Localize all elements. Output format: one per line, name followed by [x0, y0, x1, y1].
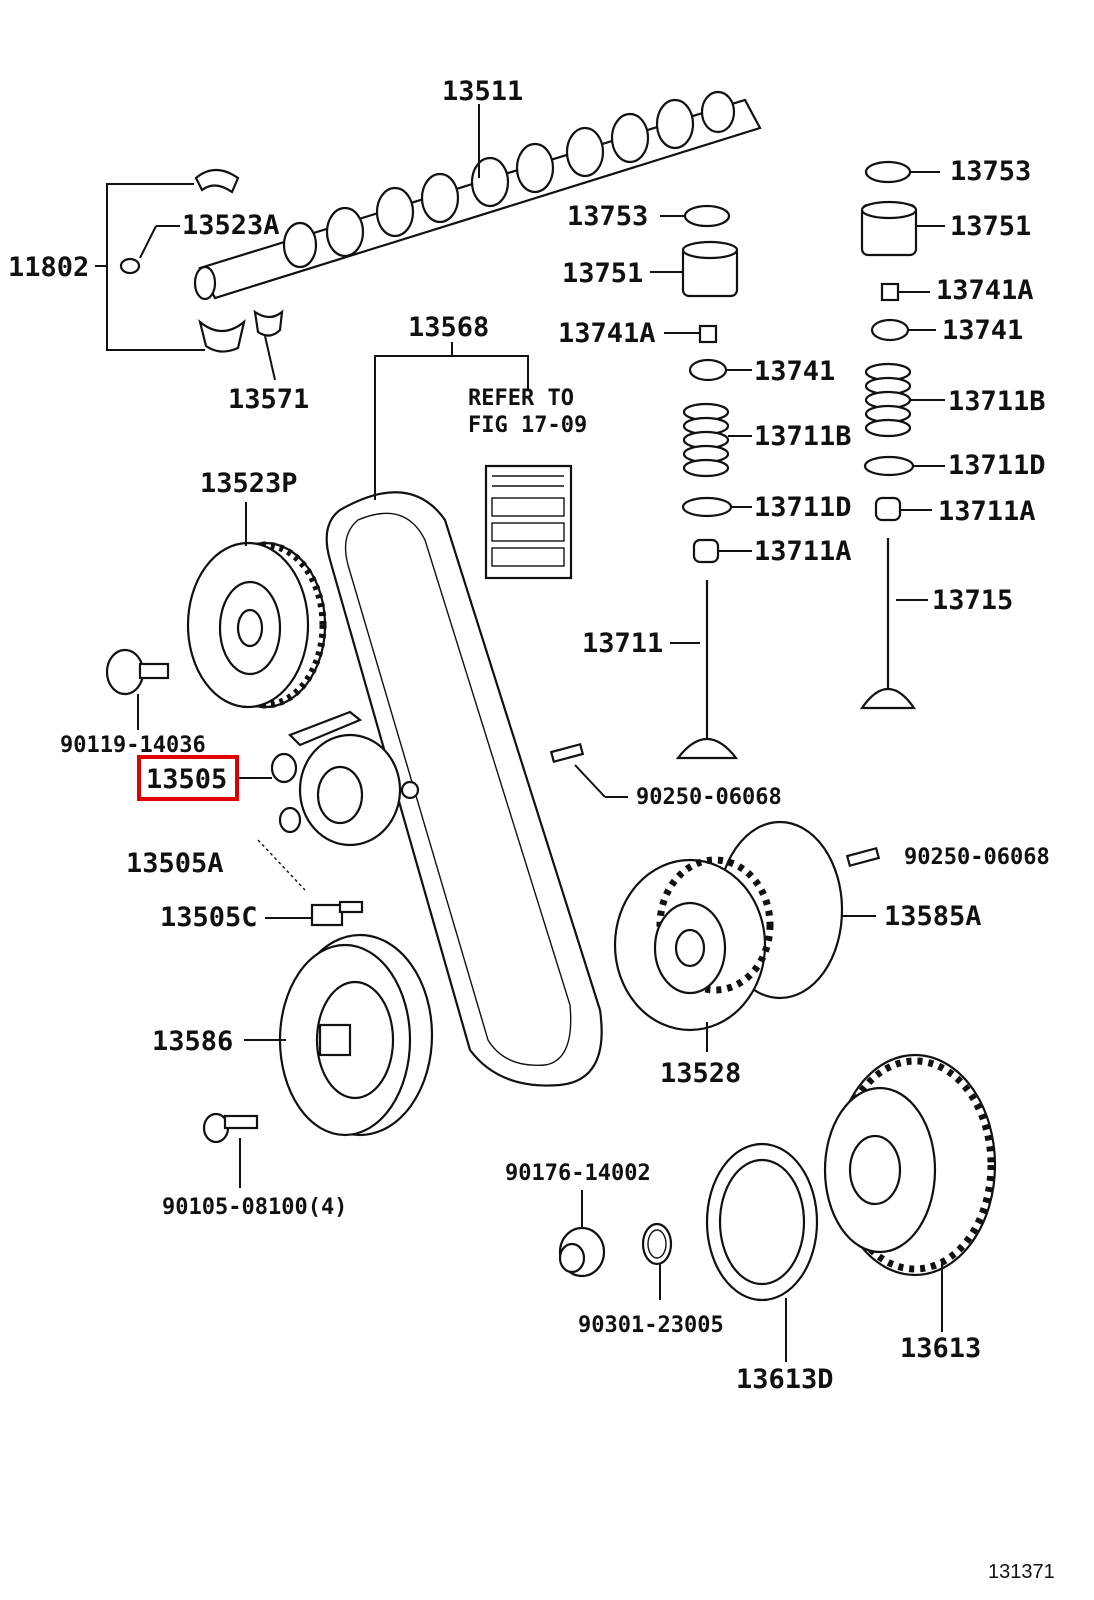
part-labels: 13511 11802 13523A 13571 13568 REFER TO … [8, 76, 1055, 1583]
label-90250-06068-left[interactable]: 90250-06068 [636, 785, 782, 810]
label-90105-08100[interactable]: 90105-08100(4) [162, 1195, 347, 1220]
label-13711A-left[interactable]: 13711A [754, 536, 852, 567]
bearing-cap-drawing [119, 168, 284, 353]
label-13753-right[interactable]: 13753 [950, 156, 1031, 187]
crank-sprocket-drawing [823, 1053, 997, 1277]
crankshaft-pulley-drawing [278, 933, 434, 1137]
label-13505C[interactable]: 13505C [160, 902, 258, 933]
label-90119-14036[interactable]: 90119-14036 [60, 733, 206, 758]
crankshaft-timing-pulley-drawing [613, 820, 844, 1032]
refer-to-text: REFER TO [468, 386, 574, 411]
tensioner-bolt-drawing [310, 900, 364, 927]
label-13528[interactable]: 13528 [660, 1058, 741, 1089]
label-13711B-left[interactable]: 13711B [754, 421, 852, 452]
label-13585A[interactable]: 13585A [884, 901, 982, 932]
washer-drawing [558, 1226, 606, 1278]
tensioner-spring-drawing [257, 839, 306, 891]
label-13711[interactable]: 13711 [582, 628, 663, 659]
highlight-box [137, 755, 239, 801]
label-13523A[interactable]: 13523A [182, 210, 280, 241]
oil-seal-drawing [705, 1142, 819, 1302]
camshaft-pulley-drawing [186, 541, 327, 709]
label-13715[interactable]: 13715 [932, 585, 1013, 616]
label-11802[interactable]: 11802 [8, 252, 89, 283]
label-13568[interactable]: 13568 [408, 312, 489, 343]
label-13751-right[interactable]: 13751 [950, 211, 1031, 242]
o-ring-drawing [641, 1222, 673, 1266]
label-13586[interactable]: 13586 [152, 1026, 233, 1057]
label-13711A-right[interactable]: 13711A [938, 496, 1036, 527]
tensioner-drawing [270, 710, 420, 847]
camshaft-drawing [193, 90, 762, 301]
label-13741-left[interactable]: 13741 [754, 356, 835, 387]
figure-id: 131371 [988, 1561, 1055, 1583]
valve-assembly-right-drawing [859, 160, 918, 710]
label-13711D-right[interactable]: 13711D [948, 450, 1046, 481]
label-13711B-right[interactable]: 13711B [948, 386, 1046, 417]
label-13741A-left[interactable]: 13741A [558, 318, 656, 349]
label-13753-left[interactable]: 13753 [567, 201, 648, 232]
timing-belt-drawing [325, 491, 603, 1087]
label-13741A-right[interactable]: 13741A [936, 275, 1034, 306]
reference-sheet-icon [484, 464, 573, 580]
label-90176-14002[interactable]: 90176-14002 [505, 1161, 651, 1186]
label-13613[interactable]: 13613 [900, 1333, 981, 1364]
label-13741-right[interactable]: 13741 [942, 315, 1023, 346]
label-13505[interactable]: 13505 [146, 764, 227, 795]
bolt-drawing [105, 648, 170, 696]
label-13511[interactable]: 13511 [442, 76, 523, 107]
label-90301-23005[interactable]: 90301-23005 [578, 1313, 724, 1338]
label-13613D[interactable]: 13613D [736, 1364, 834, 1395]
label-13505A[interactable]: 13505A [126, 848, 224, 879]
pulley-bolt-drawing [202, 1112, 259, 1144]
label-13751-left[interactable]: 13751 [562, 258, 643, 289]
pin-drawing [549, 742, 585, 764]
label-13571[interactable]: 13571 [228, 384, 309, 415]
label-13523P[interactable]: 13523P [200, 468, 298, 499]
valve-assembly-left-drawing [675, 204, 739, 760]
pin-drawing-2 [845, 846, 881, 868]
figure-reference-text[interactable]: FIG 17-09 [468, 413, 587, 438]
label-13711D-left[interactable]: 13711D [754, 492, 852, 523]
label-90250-06068-right[interactable]: 90250-06068 [904, 845, 1050, 870]
